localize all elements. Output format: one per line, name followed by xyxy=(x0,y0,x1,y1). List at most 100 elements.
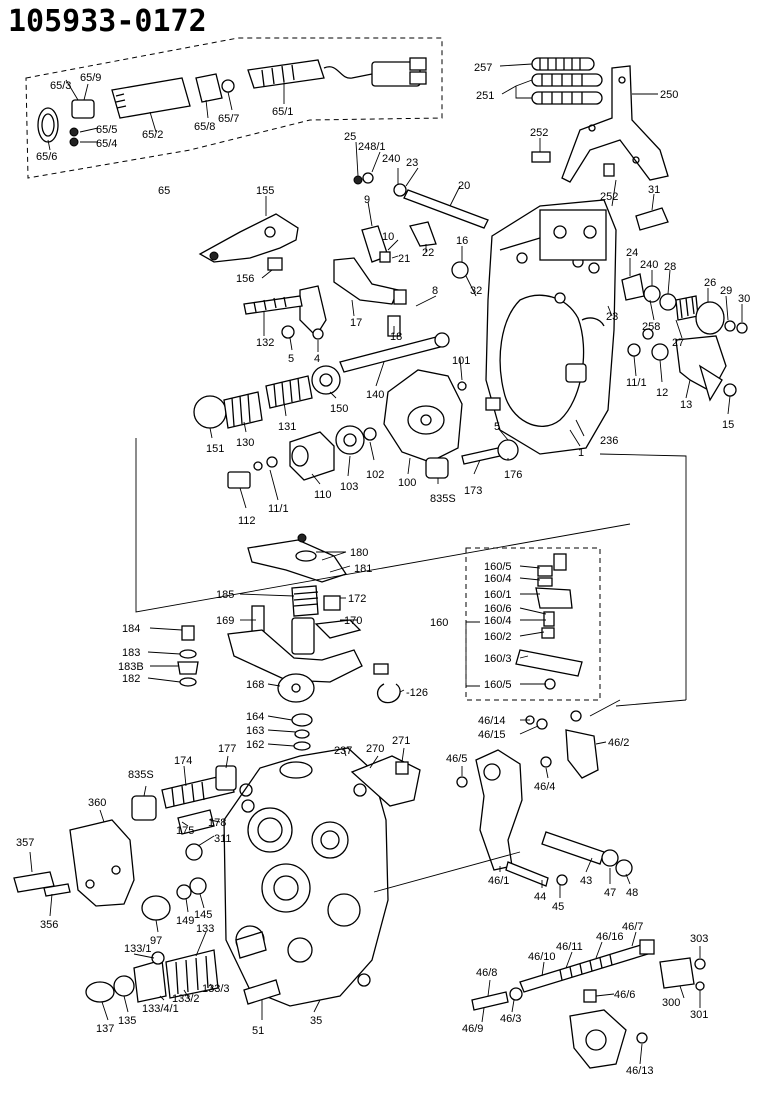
label-180: 180 xyxy=(350,547,368,559)
label-12: 12 xyxy=(656,387,668,399)
label-133-4-1: 133/4/1 xyxy=(142,1003,179,1015)
label-131: 131 xyxy=(278,421,296,433)
label-270: 270 xyxy=(366,743,384,755)
label-133-2: 133/2 xyxy=(172,993,200,1005)
label-43: 43 xyxy=(580,875,592,887)
label-835S-b: 835S xyxy=(128,769,154,781)
label-168: 168 xyxy=(246,679,264,691)
label-170: 170 xyxy=(344,615,362,627)
label-65-4: 65/4 xyxy=(96,138,117,150)
label-133-1: 133/1 xyxy=(124,943,152,955)
label-160-4-a: 160/4 xyxy=(484,573,512,585)
label-16: 16 xyxy=(456,235,468,247)
group-160-parts xyxy=(515,553,583,690)
label-140: 140 xyxy=(366,389,384,401)
label-46-3: 46/3 xyxy=(500,1013,521,1025)
label-258: 258 xyxy=(642,321,660,333)
label-236: 236 xyxy=(600,435,618,447)
label-160-6: 160/6 xyxy=(484,603,512,615)
label-177: 177 xyxy=(218,743,236,755)
lever-46-1-assembly xyxy=(456,710,633,887)
bottom-left-parts xyxy=(85,877,281,1005)
leader-lines xyxy=(29,63,743,1065)
label-65-7: 65/7 xyxy=(218,113,239,125)
label-162: 162 xyxy=(246,739,264,751)
label-240-a: 240 xyxy=(382,153,400,165)
label-17: 17 xyxy=(350,317,362,329)
label-175: 175 xyxy=(176,825,194,837)
spring-132 xyxy=(243,295,324,340)
label-160-4-b: 160/4 xyxy=(484,615,512,627)
label-10: 10 xyxy=(382,231,394,243)
label-25: 25 xyxy=(344,131,356,143)
label-21: 21 xyxy=(398,253,410,265)
guide-lines xyxy=(135,438,687,893)
label-183: 183 xyxy=(122,647,140,659)
springs-and-bracket-250 xyxy=(531,57,669,183)
label-8: 8 xyxy=(432,285,438,297)
levers-17-18 xyxy=(299,221,469,338)
label-835S-a: 835S xyxy=(430,493,456,505)
label-46-10: 46/10 xyxy=(528,951,556,963)
label-65: 65 xyxy=(158,185,170,197)
sleeve-parts xyxy=(227,397,519,489)
label-4: 4 xyxy=(314,353,320,365)
label-360: 360 xyxy=(88,797,106,809)
label-65-9: 65/9 xyxy=(80,72,101,84)
label-51: 51 xyxy=(252,1025,264,1037)
label-164: 164 xyxy=(246,711,264,723)
part-labels: 65/3 65/9 65/5 65/4 65/6 65/2 65/8 65/7 … xyxy=(16,62,750,1077)
label-135: 135 xyxy=(118,1015,136,1027)
pump-housing-237 xyxy=(223,747,421,1007)
label-11-1-b: 11/1 xyxy=(268,503,289,515)
label-26: 26 xyxy=(704,277,716,289)
label-45: 45 xyxy=(552,901,564,913)
label-100: 100 xyxy=(398,477,416,489)
label-13: 13 xyxy=(680,399,692,411)
label-35: 35 xyxy=(310,1015,322,1027)
label-126: -126 xyxy=(406,687,428,699)
group-65-outline xyxy=(25,37,443,179)
rod-140-assembly xyxy=(193,332,450,429)
label-178: 178 xyxy=(208,817,226,829)
label-133: 133 xyxy=(196,923,214,935)
label-46-13: 46/13 xyxy=(626,1065,654,1077)
label-311: 311 xyxy=(214,833,232,845)
label-172: 172 xyxy=(348,593,366,605)
label-23-b: 23 xyxy=(606,311,618,323)
label-15: 15 xyxy=(722,419,734,431)
pump-left-parts xyxy=(131,765,255,861)
label-65-3: 65/3 xyxy=(50,80,71,92)
label-183B: 183B xyxy=(118,661,144,673)
label-22: 22 xyxy=(422,247,434,259)
label-65-2: 65/2 xyxy=(142,129,163,141)
label-65-8: 65/8 xyxy=(194,121,215,133)
label-132: 132 xyxy=(256,337,274,349)
label-28: 28 xyxy=(664,261,676,273)
label-46-6: 46/6 xyxy=(614,989,635,1001)
label-102: 102 xyxy=(366,469,384,481)
label-47: 47 xyxy=(604,887,616,899)
label-257: 257 xyxy=(474,62,492,74)
label-160-2: 160/2 xyxy=(484,631,512,643)
label-176: 176 xyxy=(504,469,522,481)
label-32: 32 xyxy=(470,285,482,297)
label-23-a: 23 xyxy=(406,157,418,169)
cover-360 xyxy=(13,819,135,907)
label-46-7: 46/7 xyxy=(622,921,643,933)
label-300: 300 xyxy=(662,997,680,1009)
label-237: 237 xyxy=(334,745,352,757)
label-46-15: 46/15 xyxy=(478,729,506,741)
label-46-2: 46/2 xyxy=(608,737,629,749)
label-65-6: 65/6 xyxy=(36,151,57,163)
label-110: 110 xyxy=(314,489,332,501)
label-46-5: 46/5 xyxy=(446,753,467,765)
lever-155 xyxy=(198,213,299,271)
diagram-title: 105933-0172 xyxy=(8,4,207,39)
label-250: 250 xyxy=(660,89,678,101)
label-182: 182 xyxy=(122,673,140,685)
label-160: 160 xyxy=(430,617,448,629)
label-356: 356 xyxy=(40,919,58,931)
governor-housing-1 xyxy=(485,199,617,455)
label-174: 174 xyxy=(174,755,192,767)
